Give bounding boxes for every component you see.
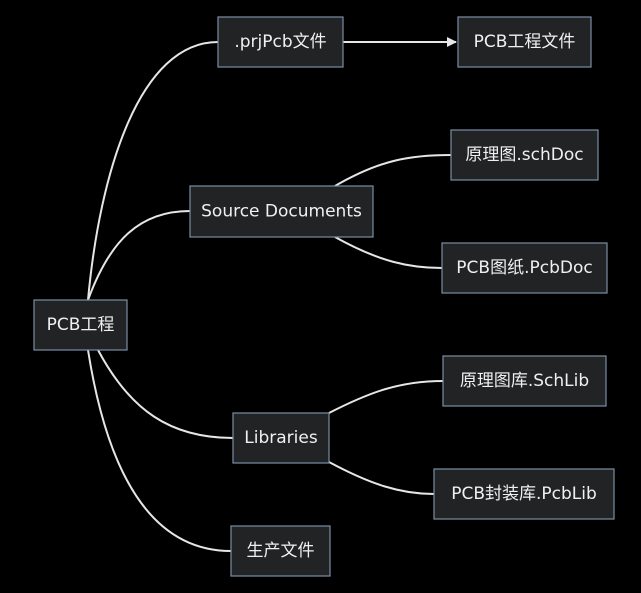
node-pcblib-label: PCB封装库.PcbLib <box>451 484 597 504</box>
node-root-label: PCB工程 <box>47 315 115 335</box>
node-source-label: Source Documents <box>201 202 362 222</box>
edge-root-output <box>87 349 232 552</box>
edge-root-prj <box>87 41 219 301</box>
node-schlib[interactable]: 原理图库.SchLib <box>442 355 607 407</box>
node-sch[interactable]: 原理图.schDoc <box>450 129 599 181</box>
edge-libs-schlib <box>328 380 444 414</box>
node-sch-label: 原理图.schDoc <box>465 145 583 165</box>
node-prj-child-label: PCB工程文件 <box>474 32 576 52</box>
node-pcblib[interactable]: PCB封装库.PcbLib <box>433 468 615 520</box>
edge-source-pcbdoc <box>334 236 443 269</box>
node-output[interactable]: 生产文件 <box>230 525 331 577</box>
node-root[interactable]: PCB工程 <box>33 299 128 351</box>
edge-libs-pcblib <box>328 461 435 495</box>
node-pcbdoc[interactable]: PCB图纸.PcbDoc <box>441 242 608 294</box>
node-prj-child[interactable]: PCB工程文件 <box>457 16 592 68</box>
node-prj[interactable]: .prjPcb文件 <box>217 16 344 68</box>
edge-source-sch <box>334 154 452 187</box>
node-prj-label: .prjPcb文件 <box>234 32 326 52</box>
node-source[interactable]: Source Documents <box>189 185 374 238</box>
node-schlib-label: 原理图库.SchLib <box>460 371 589 391</box>
node-libs[interactable]: Libraries <box>232 412 330 464</box>
edges <box>87 37 457 552</box>
node-output-label: 生产文件 <box>247 541 315 561</box>
edge-root-libs <box>97 349 234 439</box>
node-pcbdoc-label: PCB图纸.PcbDoc <box>456 258 592 278</box>
node-libs-label: Libraries <box>244 428 318 448</box>
edge-root-source <box>87 210 191 301</box>
